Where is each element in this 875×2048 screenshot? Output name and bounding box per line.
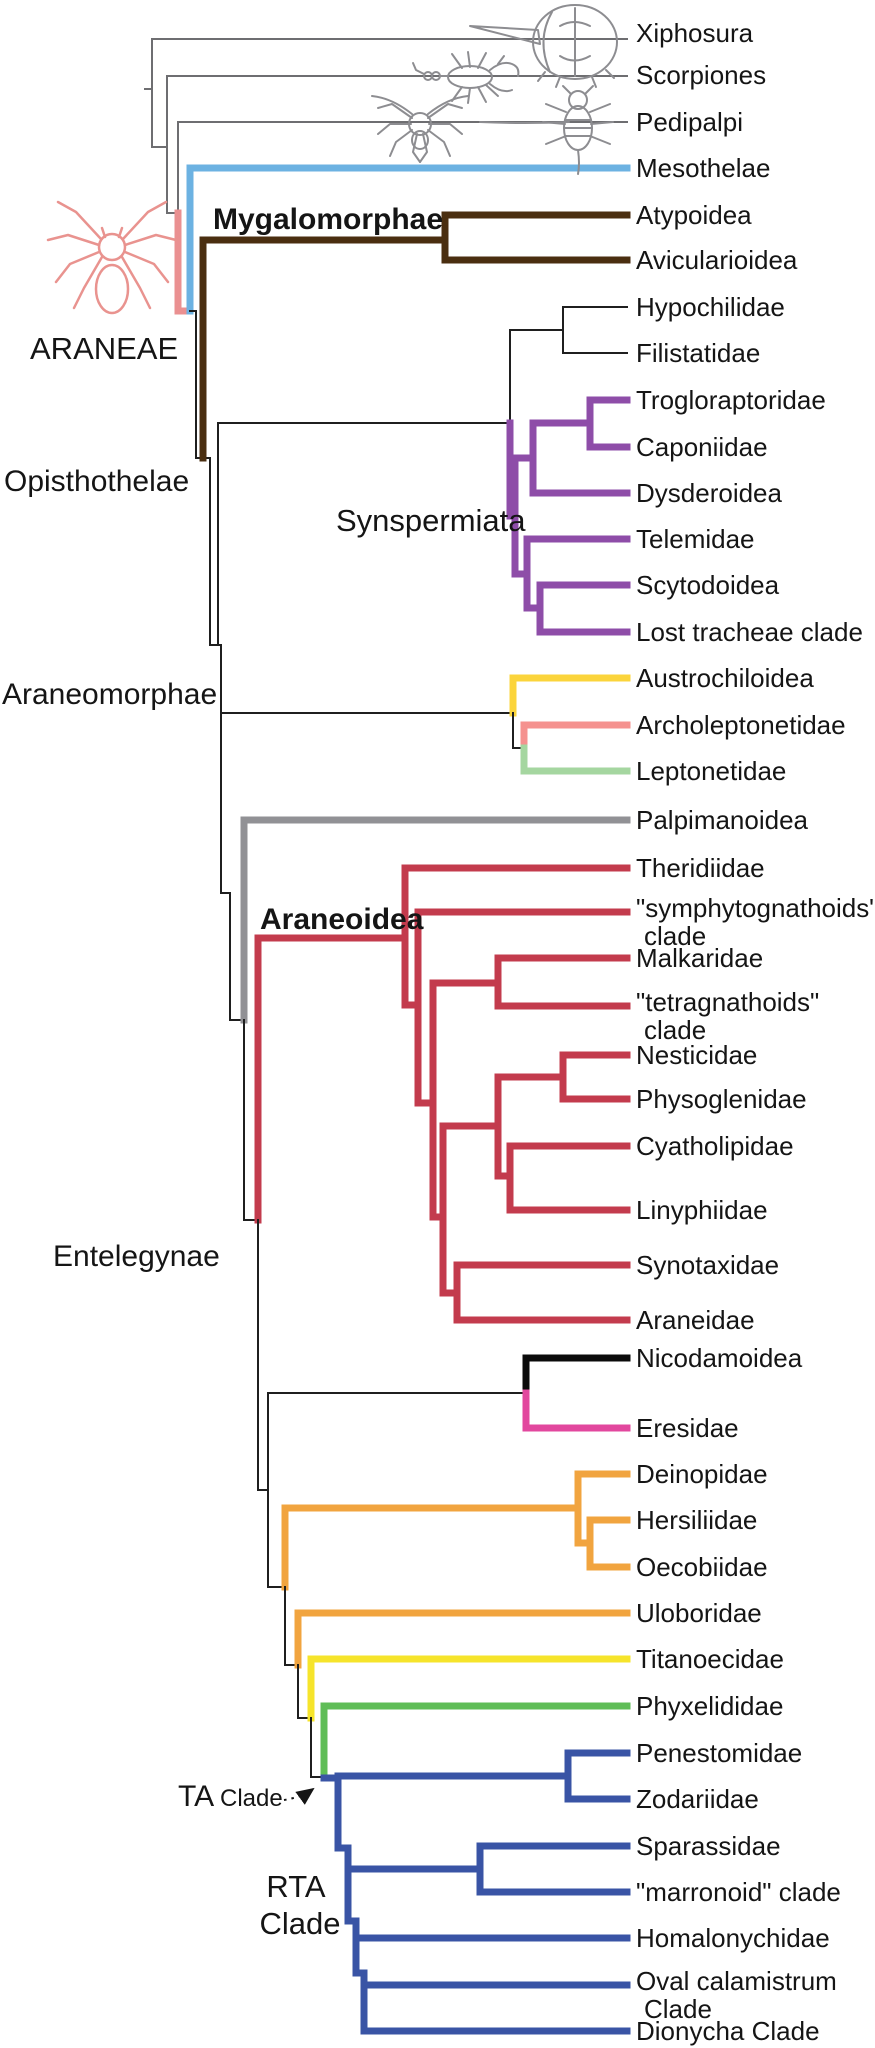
tip-label-titanoecidae: Titanoecidae xyxy=(636,1644,784,1674)
tip-label-avicularioidea: Avicularioidea xyxy=(636,245,798,275)
clade-label-araneoidea: Araneoidea xyxy=(260,903,424,936)
tip-label-oecobiidae: Oecobiidae xyxy=(636,1552,768,1582)
tip-label-scorpiones: Scorpiones xyxy=(636,60,766,90)
tip-label-dionycha-clade: Dionycha Clade xyxy=(636,2016,820,2046)
tip-label-filistatidae: Filistatidae xyxy=(636,338,760,368)
tip-label-deinopidae: Deinopidae xyxy=(636,1459,768,1489)
tip-label-archoleptonetidae: Archoleptonetidae xyxy=(636,710,846,740)
tip-label-symphytognathoids-clade-line2: clade xyxy=(644,921,706,951)
tip-label-tetragnathoids-clade-line2: clade xyxy=(644,1015,706,1045)
tip-label-uloboridae: Uloboridae xyxy=(636,1598,762,1628)
tip-label-hypochilidae: Hypochilidae xyxy=(636,292,785,322)
tip-label-symphytognathoids-clade: "symphytognathoids" xyxy=(636,893,875,923)
clade-label-ta-clade-main: TA xyxy=(178,1780,214,1813)
tip-label-eresidae: Eresidae xyxy=(636,1413,739,1443)
tip-label-scytodoidea: Scytodoidea xyxy=(636,570,780,600)
tip-label-zodariidae: Zodariidae xyxy=(636,1784,759,1814)
clade-label-synspermiata: Synspermiata xyxy=(336,503,526,538)
ta-clade-arrow xyxy=(283,1787,315,1805)
tip-label-marronoid-clade: "marronoid" clade xyxy=(636,1877,841,1907)
tip-label-palpimanoidea: Palpimanoidea xyxy=(636,805,809,835)
tip-label-cyatholipidae: Cyatholipidae xyxy=(636,1131,794,1161)
clade-label-entelegynae: Entelegynae xyxy=(53,1240,220,1273)
taxon-illustrations xyxy=(46,4,618,315)
tip-label-caponiidae: Caponiidae xyxy=(636,432,768,462)
tip-label-nicodamoidea: Nicodamoidea xyxy=(636,1343,803,1373)
tip-label-homalonychidae: Homalonychidae xyxy=(636,1923,830,1953)
tip-label-penestomidae: Penestomidae xyxy=(636,1738,802,1768)
tip-label-oval-calamistrum-clade: Oval calamistrum xyxy=(636,1966,837,1996)
tip-label-nesticidae: Nesticidae xyxy=(636,1040,757,1070)
clade-label-araneae: ARANEAE xyxy=(30,331,178,366)
tree-branches xyxy=(144,38,631,2035)
clade-label-araneomorphae: Araneomorphae xyxy=(2,678,217,711)
tip-label-telemidae: Telemidae xyxy=(636,524,755,554)
tip-label-pedipalpi: Pedipalpi xyxy=(636,107,743,137)
tip-label-physoglenidae: Physoglenidae xyxy=(636,1084,807,1114)
tip-label-xiphosura: Xiphosura xyxy=(636,18,754,48)
tip-label-hersiliidae: Hersiliidae xyxy=(636,1505,757,1535)
tip-label-tetragnathoids-clade: "tetragnathoids" xyxy=(636,987,819,1017)
tip-label-leptonetidae: Leptonetidae xyxy=(636,756,786,786)
tip-label-phyxelididae: Phyxelididae xyxy=(636,1691,783,1721)
tip-label-malkaridae: Malkaridae xyxy=(636,943,763,973)
tip-label-theridiidae: Theridiidae xyxy=(636,853,765,883)
clade-label-opisthothelae: Opisthothelae xyxy=(4,465,189,498)
xiphosura-illustration xyxy=(469,4,618,88)
tip-label-atypoidea: Atypoidea xyxy=(636,200,752,230)
araneae-spider-illustration xyxy=(46,200,178,315)
tip-label-trogloraptoridae: Trogloraptoridae xyxy=(636,385,826,415)
clade-label-mygalomorphae: Mygalomorphae xyxy=(213,203,443,236)
tip-label-oval-calamistrum-clade-line2: Clade xyxy=(644,1994,712,2024)
clade-label-rta-clade-line2: Clade xyxy=(260,1906,341,1941)
tip-label-linyphiidae: Linyphiidae xyxy=(636,1195,768,1225)
tip-label-synotaxidae: Synotaxidae xyxy=(636,1250,779,1280)
tip-label-araneidae: Araneidae xyxy=(636,1305,755,1335)
pedipalpi-uropygi-illustration xyxy=(479,85,614,175)
tip-label-sparassidae: Sparassidae xyxy=(636,1831,781,1861)
tree-labels: XiphosuraScorpionesPedipalpiMesothelaeAt… xyxy=(2,18,875,2046)
tip-label-mesothelae: Mesothelae xyxy=(636,153,770,183)
scorpiones-illustration xyxy=(412,51,520,104)
tip-label-lost-tracheae-clade: Lost tracheae clade xyxy=(636,617,863,647)
tip-label-dysderoidea: Dysderoidea xyxy=(636,478,783,508)
clade-label-rta-clade-line1: RTA xyxy=(266,1869,325,1904)
pedipalpi-amblypygi-illustration xyxy=(371,95,469,163)
tip-label-austrochiloidea: Austrochiloidea xyxy=(636,663,814,693)
clade-label-ta-clade-sub: Clade xyxy=(220,1785,283,1812)
